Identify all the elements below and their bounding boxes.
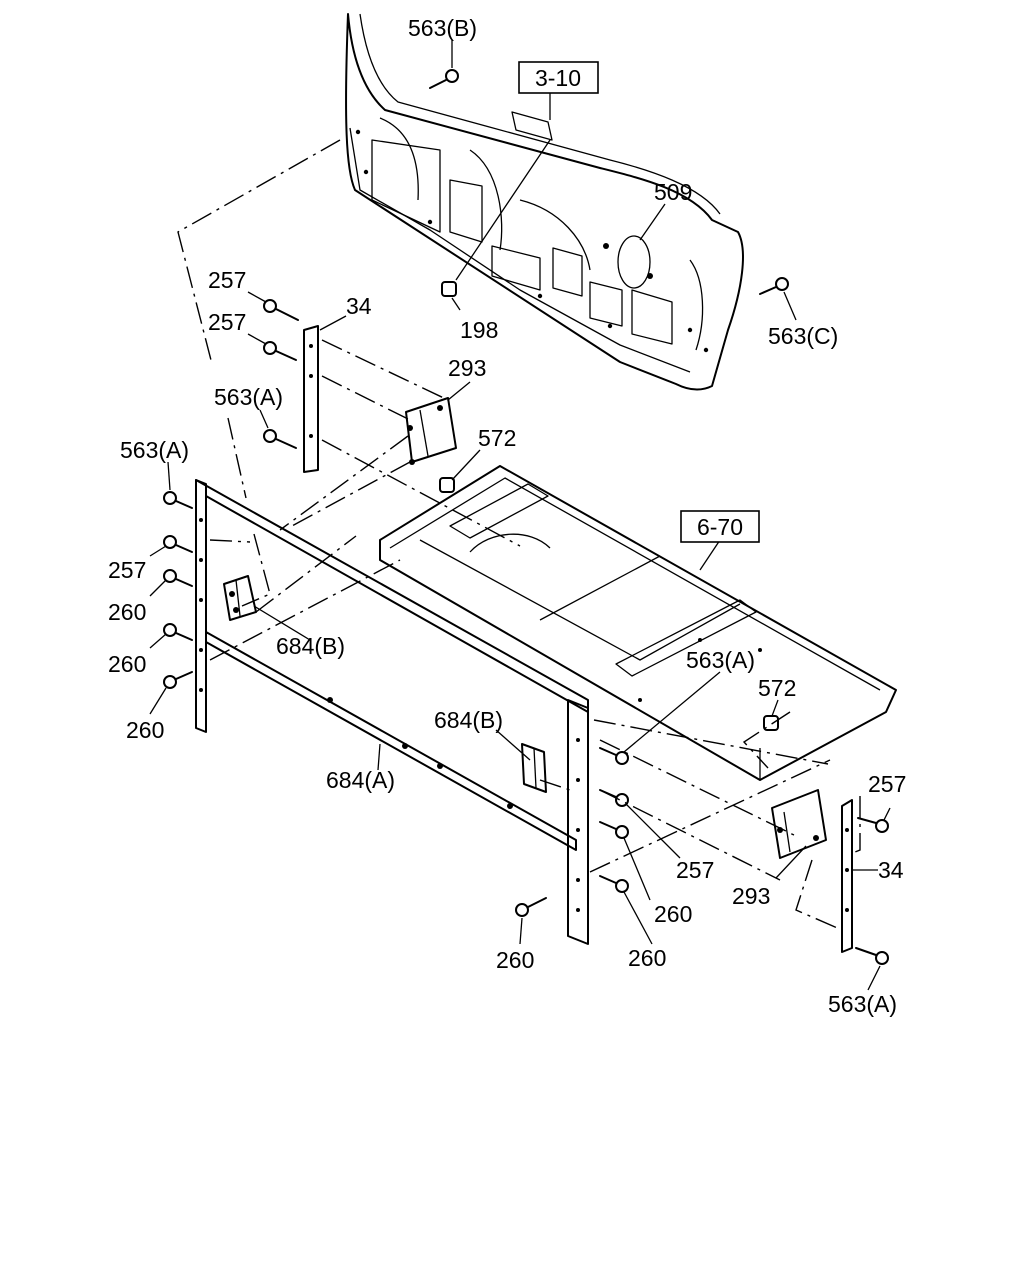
callout-563c: 563(C) [768, 323, 838, 349]
callout-563a: 563(A) [686, 647, 755, 673]
callout-257: 257 [676, 857, 714, 883]
upright-34-right [841, 799, 853, 953]
callout-260: 260 [108, 599, 146, 625]
floor-frame [379, 465, 897, 781]
bolt-563c-icon [759, 277, 789, 295]
fasteners [163, 69, 889, 965]
bolt-260-icon [163, 569, 193, 587]
callout-563a: 563(A) [828, 991, 897, 1017]
bolt-563a-icon [163, 491, 193, 509]
nut-572-icon [439, 477, 455, 493]
nut-198-icon [441, 281, 457, 297]
callout-260: 260 [628, 945, 666, 971]
bolt-563a-icon [599, 747, 629, 765]
bolt-260-icon [163, 623, 193, 641]
callout-260: 260 [496, 947, 534, 973]
reference-3-10-label: 3-10 [535, 65, 581, 91]
callout-572: 572 [478, 425, 516, 451]
callout-34: 34 [878, 857, 904, 883]
callout-34: 34 [346, 293, 372, 319]
callout-684b: 684(B) [434, 707, 503, 733]
reference-box-3-10[interactable]: 3-10 [518, 61, 599, 94]
callout-257: 257 [208, 309, 246, 335]
bolt-260-icon [599, 821, 629, 839]
bracket-684b-right [521, 743, 547, 793]
front-frame-684a [195, 479, 589, 945]
callout-563b: 563(B) [408, 15, 477, 41]
bolt-563a-icon [855, 947, 889, 965]
callout-257: 257 [868, 771, 906, 797]
bolt-257-icon [163, 535, 193, 553]
leader-lines [149, 40, 891, 991]
reference-box-6-70[interactable]: 6-70 [680, 510, 760, 543]
callout-563a: 563(A) [214, 384, 283, 410]
bolt-563a-icon [263, 429, 297, 449]
bracket-684b-left [223, 575, 257, 621]
reference-6-70-label: 6-70 [697, 514, 743, 540]
callout-labels: 563(B) 509 257 34 198 563(C) 257 293 563… [108, 15, 906, 1017]
callout-563a: 563(A) [120, 437, 189, 463]
callout-257: 257 [208, 267, 246, 293]
callout-293: 293 [732, 883, 770, 909]
nut-572-icon [763, 715, 779, 731]
callout-684b: 684(B) [276, 633, 345, 659]
bolt-260-icon [163, 671, 193, 689]
callout-293: 293 [448, 355, 486, 381]
bracket-293-upper [405, 397, 457, 465]
callout-257: 257 [108, 557, 146, 583]
callout-260: 260 [654, 901, 692, 927]
bolt-257-icon [263, 341, 297, 361]
callout-572: 572 [758, 675, 796, 701]
bolt-563b-icon [429, 69, 459, 89]
callout-260: 260 [126, 717, 164, 743]
bolt-257-icon [263, 299, 299, 321]
callout-684a: 684(A) [326, 767, 395, 793]
callout-198: 198 [460, 317, 498, 343]
bolt-260-icon [599, 875, 629, 893]
callout-509: 509 [654, 179, 692, 205]
upright-34-left [303, 325, 319, 473]
bolt-257-icon [857, 817, 889, 833]
callout-260: 260 [108, 651, 146, 677]
back-panel-509 [345, 13, 744, 391]
bracket-293-lower [771, 789, 827, 859]
bolt-260-icon [515, 897, 547, 917]
